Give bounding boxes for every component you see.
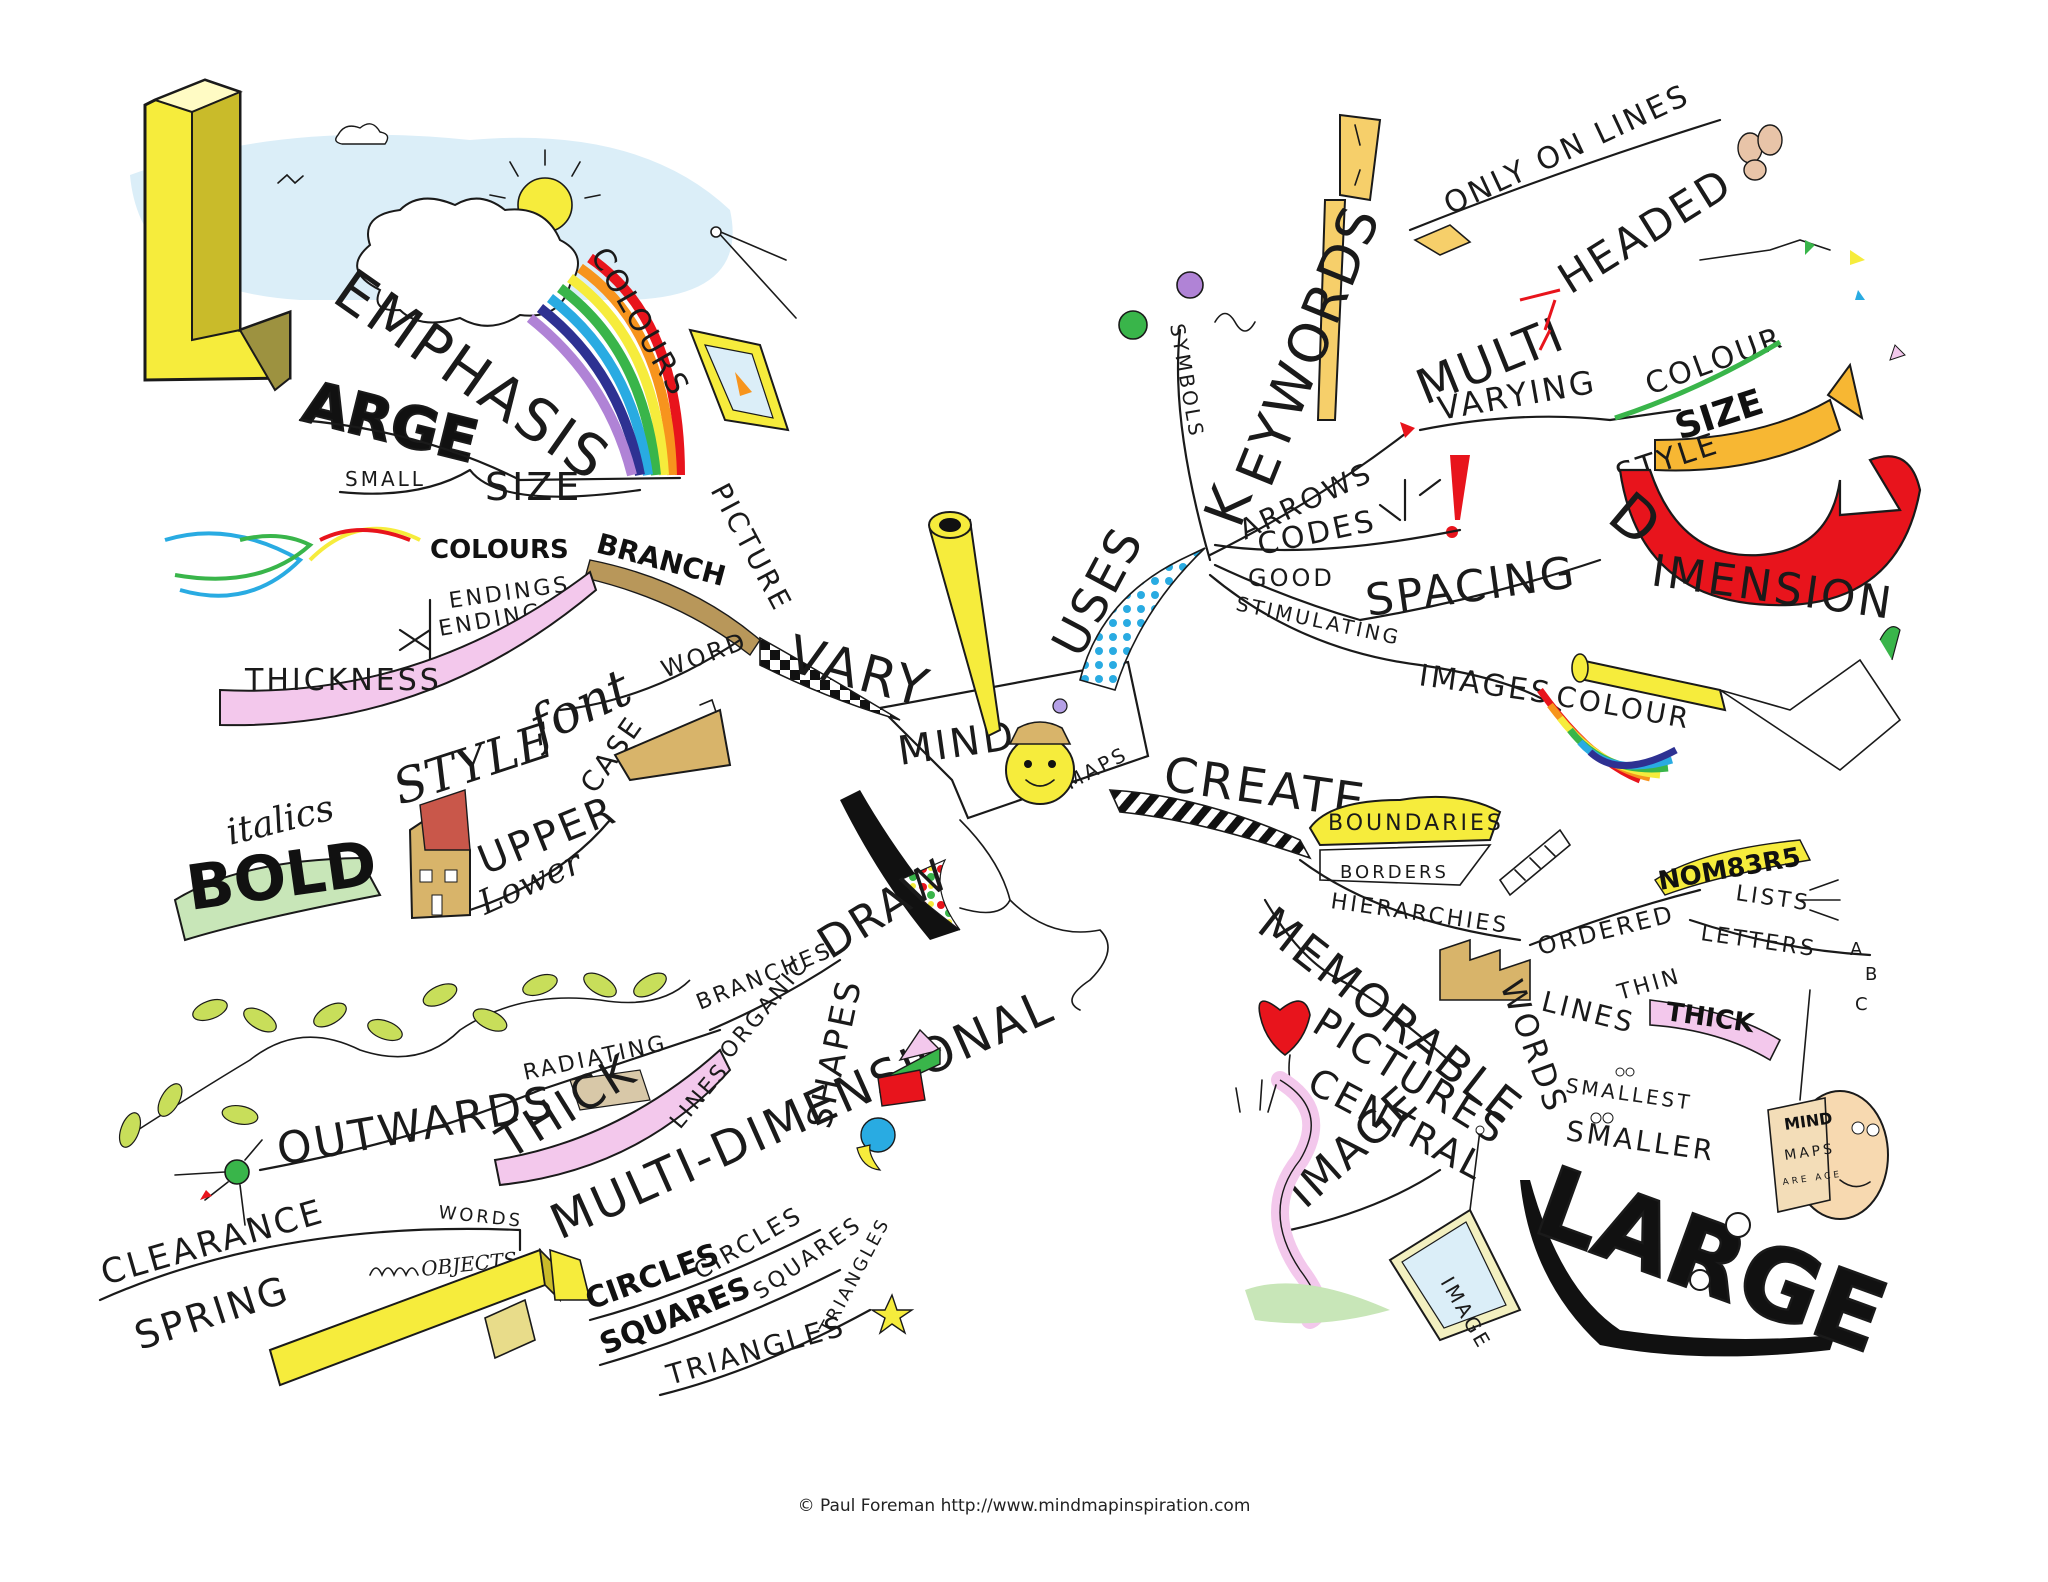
letter-b: B [1865, 964, 1880, 985]
letter-c: C [1855, 994, 1871, 1015]
green-circle-symbol-icon [1119, 311, 1147, 339]
small-cloud-icon [336, 124, 388, 144]
large-eye-2 [1726, 1213, 1750, 1237]
borders-label: BORDERS [1340, 862, 1449, 883]
large-eye-1 [1690, 1270, 1710, 1290]
pink-arrowhead [1890, 345, 1905, 360]
grass-blades [1236, 1080, 1276, 1112]
star-icon [872, 1295, 912, 1333]
thickness-label: THICKNESS [244, 663, 442, 698]
eyes-icon-2 [1603, 1113, 1613, 1123]
eyes-icon-4 [1626, 1068, 1634, 1076]
codes-marks [1380, 480, 1440, 520]
green-arrowhead [1805, 240, 1815, 255]
thick-label: THICK [1664, 997, 1757, 1039]
ribbon-tag-icon [1415, 225, 1470, 255]
create-section: BOUNDARIES BORDERS HIERARCHIES MEMORABLE… [1236, 797, 1900, 1376]
smallest-label: SMALLEST [1564, 1073, 1694, 1115]
colours-branch-label: COLOURS [430, 535, 569, 565]
endings-marks [400, 600, 430, 660]
eyes-icon [1591, 1113, 1601, 1123]
hierarchies-label: HIERARCHIES [1329, 889, 1511, 939]
butterfly-icon [1738, 125, 1782, 180]
infinity-symbol-icon [1215, 314, 1255, 332]
words-label: WORDS [437, 1202, 523, 1232]
compass-symbol-icon [1177, 272, 1203, 298]
blue-arrowhead [1855, 290, 1865, 300]
style-label: STYLE [386, 713, 559, 817]
ordered-label: ORDERED [1535, 900, 1678, 961]
copyright-credit: © Paul Foreman http://www.mindmapinspira… [0, 1496, 2048, 1516]
bold-label: BOLD [182, 826, 381, 925]
picture-label: PICTURE [704, 478, 799, 617]
small-label: SMALL [345, 467, 426, 491]
spring-label: SPRING [129, 1267, 295, 1358]
spring-icon [370, 1268, 418, 1275]
draw-section: BRANCHES RADIATING THICK LINES ORGANIC O… [96, 938, 1062, 1395]
vary-section: L ARGE EMPHASIS COLOURS PICTURE SMALL SI… [130, 80, 799, 940]
word-label: WORD [657, 627, 751, 684]
images-label: IMAGES [1417, 658, 1555, 711]
symbols-label: SYMBOLS [1165, 322, 1209, 441]
keywords-label: EYWORDS [1224, 196, 1394, 495]
letter-a: A [1850, 939, 1865, 960]
exclamation-mark-icon [1450, 455, 1470, 520]
green-curve [175, 536, 310, 579]
spacing-label: SPACING [1362, 547, 1580, 627]
yellow-arrowhead [1850, 250, 1865, 265]
multi-headed-arrow [1520, 290, 1560, 300]
center-flourish [960, 820, 1010, 913]
boundaries-label: BOUNDARIES [1328, 811, 1504, 836]
grass-patch [1245, 1283, 1390, 1323]
size-label: SIZE [485, 465, 582, 509]
headed-label: HEADED [1549, 158, 1741, 303]
eyes-icon-3 [1616, 1068, 1624, 1076]
colour-label: COLOUR [1641, 320, 1789, 402]
face-with-sign-icon: MIND MAPS ARE ACE [1768, 990, 1888, 1219]
lists-label: LISTS [1734, 881, 1812, 916]
good-label: GOOD [1248, 564, 1335, 592]
yellow-curve [310, 529, 420, 560]
uses-section: SYMBOLS K EYWORDS ONLY ON LINES MULTI HE… [1119, 78, 1920, 780]
